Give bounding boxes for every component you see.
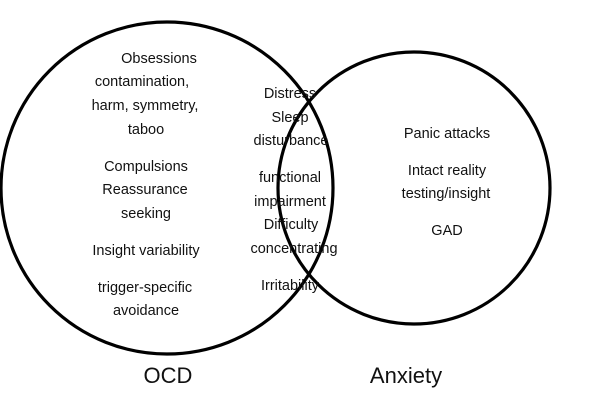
obsessions-contamination-label: contamination, (94, 74, 190, 90)
obsessions-label: Obsessions (121, 51, 197, 67)
irritability-label: Irritability (260, 278, 320, 294)
seeking-label: seeking (121, 206, 171, 222)
intact-reality-label: Intact reality (407, 163, 487, 179)
anxiety-circle (276, 50, 552, 326)
panic-attacks-label: Panic attacks (403, 126, 491, 142)
trigger-specific-label: trigger-specific (97, 280, 193, 296)
reassurance-label: Reassurance (102, 182, 188, 198)
disturbance-label: disturbance (253, 133, 329, 149)
avoidance-label: avoidance (112, 303, 180, 319)
anxiety-title: Anxiety (369, 363, 443, 388)
insight-variability-label: Insight variability (92, 243, 200, 259)
sleep-label: Sleep (271, 110, 309, 126)
ocd-title: OCD (143, 363, 193, 388)
distress-label: Distress (263, 86, 317, 102)
ocd-circle (0, 20, 335, 356)
gad-label: GAD (431, 223, 463, 239)
obsessions-harm-label: harm, symmetry, (91, 98, 199, 114)
testing-insight-label: testing/insight (401, 186, 491, 202)
obsessions-taboo-label: taboo (127, 122, 165, 138)
concentrating-label: concentrating (250, 241, 338, 257)
difficulty-label: Difficulty (263, 217, 319, 233)
compulsions-label: Compulsions (104, 159, 188, 175)
functional-label: functional (258, 170, 322, 186)
impairment-label: impairment (254, 194, 326, 210)
